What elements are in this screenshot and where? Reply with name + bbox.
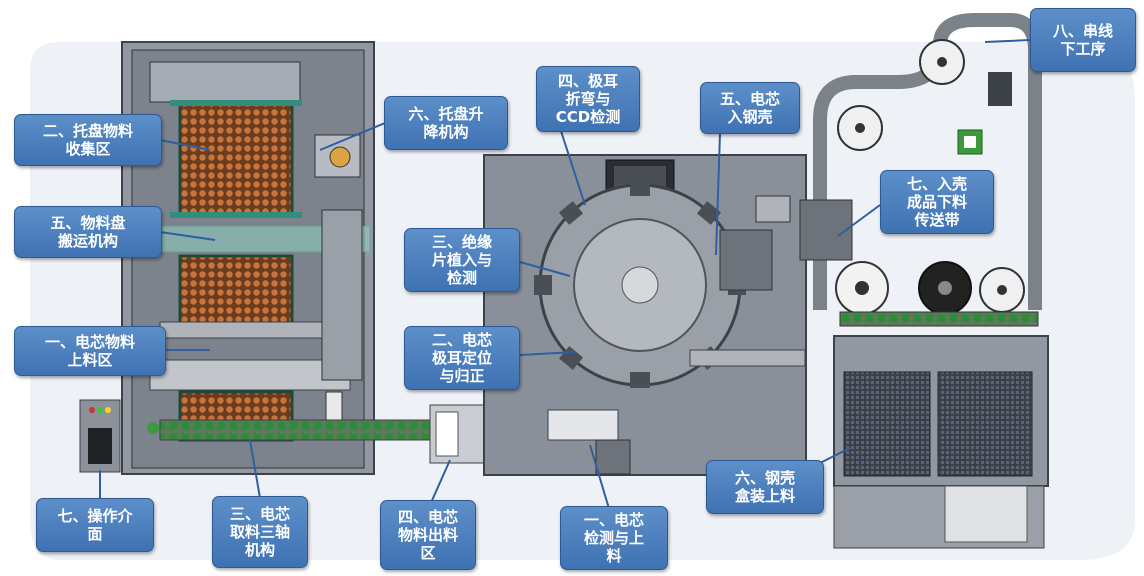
label-finished-conveyor: 七、入壳 成品下料 传送带 bbox=[906, 175, 967, 229]
callout-tab-positioning: 二、电芯 极耳定位 与归正 bbox=[404, 326, 520, 390]
callout-tray-collection: 二、托盘物料 收集区 bbox=[14, 114, 162, 166]
callout-steel-case-loading: 六、钢壳 盒装上料 bbox=[706, 460, 824, 514]
label-cell-loading-area: 一、电芯物料 上料区 bbox=[44, 333, 135, 369]
label-next-process: 八、串线 下工序 bbox=[1052, 22, 1113, 58]
callout-cell-inspection-loading: 一、电芯 检测与上 料 bbox=[560, 506, 668, 570]
callout-next-process: 八、串线 下工序 bbox=[1030, 8, 1136, 72]
middle-tray-stack bbox=[178, 254, 294, 330]
label-operation-interface: 七、操作介 面 bbox=[57, 507, 133, 543]
label-steel-case-loading: 六、钢壳 盒装上料 bbox=[734, 469, 795, 505]
label-cell-discharge-area: 四、电芯 物料出料 区 bbox=[397, 508, 458, 562]
label-cell-into-case: 五、电芯 入钢壳 bbox=[719, 90, 780, 126]
label-insulator-insertion: 三、绝缘 片植入与 检测 bbox=[431, 233, 492, 287]
callout-finished-conveyor: 七、入壳 成品下料 传送带 bbox=[880, 170, 994, 234]
callout-operation-interface: 七、操作介 面 bbox=[36, 498, 154, 552]
callout-cell-discharge-area: 四、电芯 物料出料 区 bbox=[380, 500, 476, 570]
callout-three-axis-picking: 三、电芯 取料三轴 机构 bbox=[212, 496, 308, 568]
label-tray-collection: 二、托盘物料 收集区 bbox=[42, 122, 133, 158]
case-box-left bbox=[843, 371, 931, 477]
label-three-axis-picking: 三、电芯 取料三轴 机构 bbox=[229, 505, 290, 559]
callout-insulator-insertion: 三、绝缘 片植入与 检测 bbox=[404, 228, 520, 292]
center-turntable-machine bbox=[483, 154, 807, 476]
callout-tab-bending-ccd: 四、极耳 折弯与 CCD检测 bbox=[536, 66, 640, 132]
label-tab-bending-ccd: 四、极耳 折弯与 CCD检测 bbox=[555, 72, 621, 126]
label-cell-inspection-loading: 一、电芯 检测与上 料 bbox=[583, 511, 644, 565]
label-tab-positioning: 二、电芯 极耳定位 与归正 bbox=[431, 331, 492, 385]
operator-panel bbox=[79, 399, 121, 473]
label-tray-lift: 六、托盘升 降机构 bbox=[408, 105, 484, 141]
callout-tray-handling: 五、物料盘 搬运机构 bbox=[14, 206, 162, 258]
left-tray-machine bbox=[119, 41, 375, 475]
label-tray-handling: 五、物料盘 搬运机构 bbox=[50, 214, 126, 250]
callout-cell-loading-area: 一、电芯物料 上料区 bbox=[14, 326, 166, 376]
case-box-right bbox=[937, 371, 1033, 477]
callout-cell-into-case: 五、电芯 入钢壳 bbox=[700, 82, 800, 134]
leader-lines bbox=[99, 39, 1031, 513]
right-case-machine bbox=[799, 12, 1049, 549]
callout-tray-lift: 六、托盘升 降机构 bbox=[384, 96, 508, 150]
upper-tray-stack bbox=[178, 102, 294, 216]
